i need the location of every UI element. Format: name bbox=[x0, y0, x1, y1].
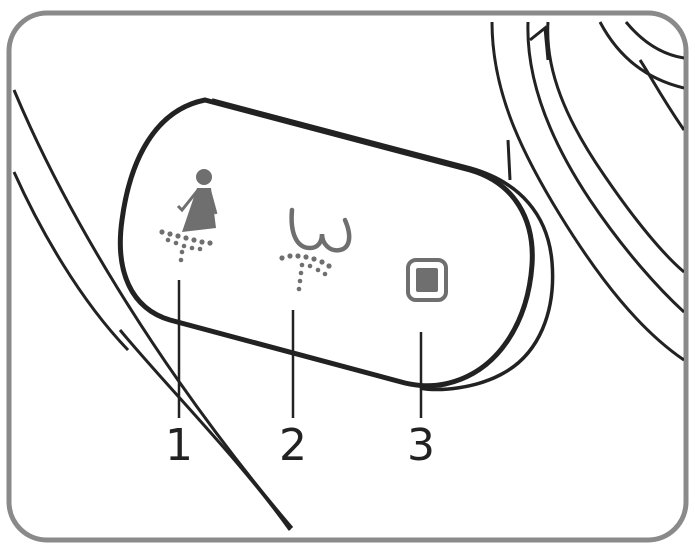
seat-outline-inner bbox=[12, 171, 130, 352]
callout-number-1: 1 bbox=[165, 420, 193, 471]
armrest-fold bbox=[638, 59, 684, 131]
armrest-outline-4 bbox=[598, 21, 684, 90]
callout-number-3: 3 bbox=[407, 420, 435, 471]
armrest-outline-2 bbox=[526, 21, 684, 314]
callout-number-2: 2 bbox=[279, 420, 307, 471]
armrest-outline-5 bbox=[624, 21, 684, 60]
diagram-frame bbox=[6, 10, 689, 543]
armrest-edge bbox=[529, 25, 550, 61]
armrest-outline-3 bbox=[546, 21, 684, 274]
female-wash-spray-icon[interactable] bbox=[159, 169, 218, 263]
armrest-outline-1 bbox=[490, 21, 684, 362]
stop-square-icon[interactable] bbox=[406, 258, 448, 302]
seat-outline-outer bbox=[12, 89, 294, 529]
panel-side-edge bbox=[506, 139, 512, 181]
seat-outline-lower bbox=[118, 329, 292, 531]
rear-wash-spray-icon[interactable] bbox=[279, 207, 352, 292]
